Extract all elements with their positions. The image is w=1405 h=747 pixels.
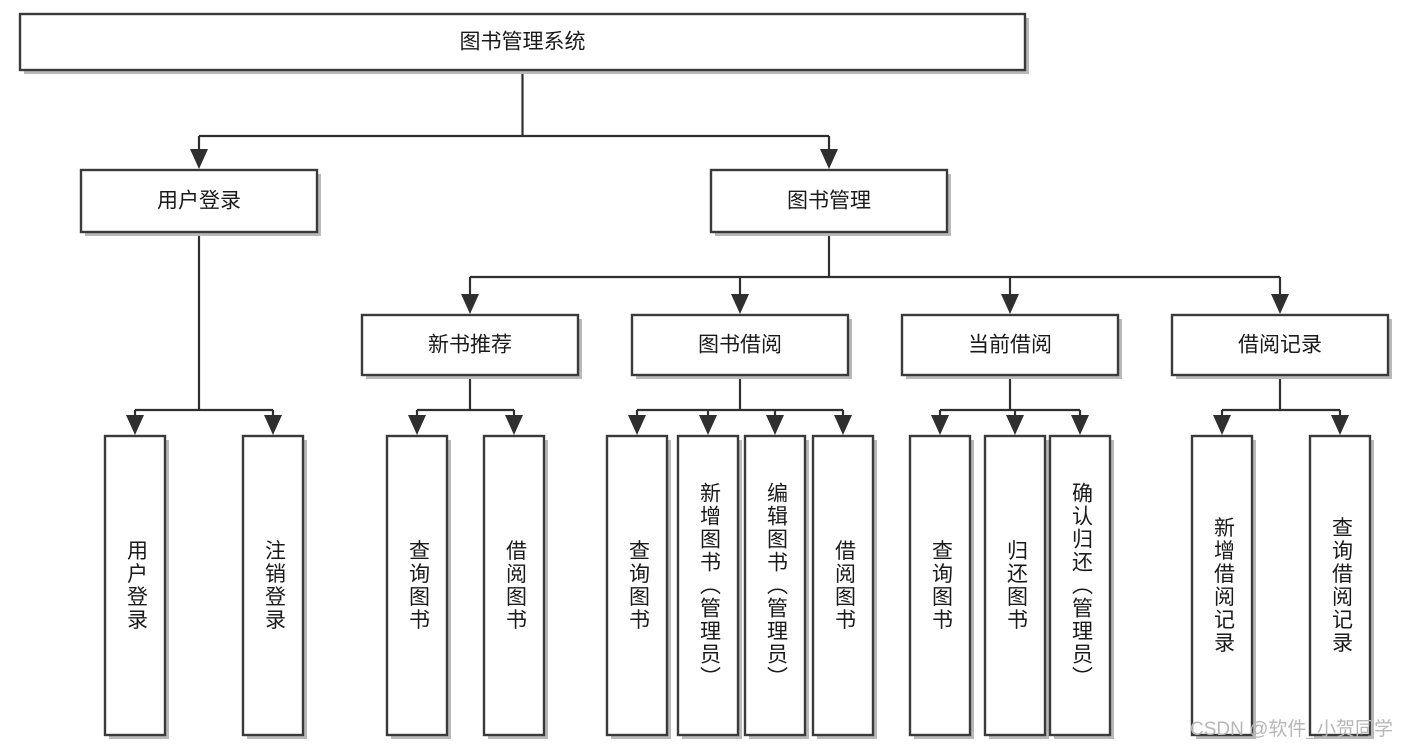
arrow-head [834, 415, 852, 435]
node-rect[interactable] [983, 434, 1047, 737]
node-book-borrow[interactable]: 图书借阅 [630, 313, 852, 379]
arrow-head [126, 415, 144, 435]
edge-group-book-borrow [628, 375, 852, 435]
node-label: 用户登录 [124, 540, 148, 632]
arrow-head [1006, 415, 1024, 435]
node-rect[interactable] [630, 313, 850, 377]
node-label: 新增图书（管理员） [697, 482, 721, 689]
arrow-head [1213, 415, 1231, 435]
arrow-head [1001, 294, 1019, 314]
edge-group-user-login [126, 232, 282, 435]
node-leaf-borrow-book-rec[interactable]: 借阅图书 [482, 434, 548, 739]
node-label: 编辑图书（管理员） [764, 482, 788, 689]
node-leaf-query-book-cb[interactable]: 查询图书 [908, 434, 974, 739]
node-label: 图书借阅 [698, 334, 782, 357]
node-label: 注销登录 [262, 540, 286, 632]
node-label: 确认归还（管理员） [1069, 482, 1093, 689]
node-leaf-query-record[interactable]: 查询借阅记录 [1308, 434, 1374, 739]
arrow-head [408, 415, 426, 435]
node-rect[interactable] [79, 168, 319, 234]
edge-group-root [190, 70, 838, 169]
node-rect[interactable] [900, 313, 1120, 377]
node-rect[interactable] [743, 434, 807, 737]
node-label: 图书管理系统 [460, 31, 586, 54]
node-rect[interactable] [676, 434, 740, 737]
node-leaf-query-book-bb[interactable]: 查询图书 [605, 434, 671, 739]
node-leaf-logout[interactable]: 注销登录 [241, 434, 307, 739]
edge-group-new-book-recommend [408, 375, 523, 435]
node-rect[interactable] [605, 434, 669, 737]
node-current-borrow[interactable]: 当前借阅 [900, 313, 1122, 379]
node-rect[interactable] [103, 434, 167, 737]
node-rect[interactable] [709, 168, 949, 234]
node-label: 当前借阅 [968, 334, 1052, 357]
node-leaf-add-record[interactable]: 新增借阅记录 [1190, 434, 1256, 739]
arrow-head [731, 294, 749, 314]
node-label: 图书管理 [787, 190, 871, 213]
node-rect[interactable] [482, 434, 546, 737]
node-leaf-user-login[interactable]: 用户登录 [103, 434, 169, 739]
node-rect[interactable] [241, 434, 305, 737]
node-leaf-query-book-rec[interactable]: 查询图书 [385, 434, 451, 739]
node-leaf-add-book[interactable]: 新增图书（管理员） [676, 434, 742, 739]
arrow-head [1331, 415, 1349, 435]
node-leaf-borrow-book-bb[interactable]: 借阅图书 [811, 434, 877, 739]
node-user-login[interactable]: 用户登录 [79, 168, 321, 236]
node-label: 查询图书 [626, 540, 650, 632]
node-leaf-confirm-return[interactable]: 确认归还（管理员） [1048, 434, 1114, 739]
node-label: 借阅图书 [503, 540, 527, 632]
node-rect[interactable] [811, 434, 875, 737]
arrow-head [628, 415, 646, 435]
node-leaf-edit-book[interactable]: 编辑图书（管理员） [743, 434, 809, 739]
node-label: 借阅图书 [832, 540, 856, 632]
node-root[interactable]: 图书管理系统 [18, 12, 1029, 74]
node-label: 查询图书 [406, 540, 430, 632]
node-leaf-return-book[interactable]: 归还图书 [983, 434, 1049, 739]
node-label: 新书推荐 [428, 334, 512, 357]
node-new-book-recommend[interactable]: 新书推荐 [360, 313, 582, 379]
arrow-head [264, 415, 282, 435]
node-rect[interactable] [1190, 434, 1254, 737]
arrow-head [505, 415, 523, 435]
node-rect[interactable] [1170, 313, 1390, 377]
arrow-head [190, 149, 208, 169]
node-rect[interactable] [360, 313, 580, 377]
node-label: 归还图书 [1004, 540, 1028, 632]
node-rect[interactable] [1048, 434, 1112, 737]
node-label: 新增借阅记录 [1211, 517, 1235, 655]
arrow-head [1271, 294, 1289, 314]
node-rect[interactable] [1308, 434, 1372, 737]
edge-group-borrow-record [1213, 375, 1349, 435]
node-label: 查询借阅记录 [1329, 517, 1353, 655]
node-label: 借阅记录 [1238, 334, 1322, 357]
edges-layer [126, 70, 1349, 435]
node-book-manage[interactable]: 图书管理 [709, 168, 951, 236]
arrow-head [766, 415, 784, 435]
arrow-head [931, 415, 949, 435]
arrow-head [699, 415, 717, 435]
arrow-head [820, 149, 838, 169]
node-label: 用户登录 [157, 190, 241, 213]
node-borrow-record[interactable]: 借阅记录 [1170, 313, 1392, 379]
node-label: 查询图书 [929, 540, 953, 632]
edge-group-book-manage [461, 232, 1289, 314]
node-rect[interactable] [385, 434, 449, 737]
watermark-text: CSDN @软件_小贺同学 [1190, 719, 1393, 740]
arrow-head [1071, 415, 1089, 435]
node-rect[interactable] [18, 12, 1027, 72]
arrow-head [461, 294, 479, 314]
nodes-layer: 图书管理系统用户登录图书管理新书推荐图书借阅当前借阅借阅记录用户登录注销登录查询… [18, 12, 1392, 739]
edge-group-current-borrow [931, 375, 1089, 435]
node-rect[interactable] [908, 434, 972, 737]
